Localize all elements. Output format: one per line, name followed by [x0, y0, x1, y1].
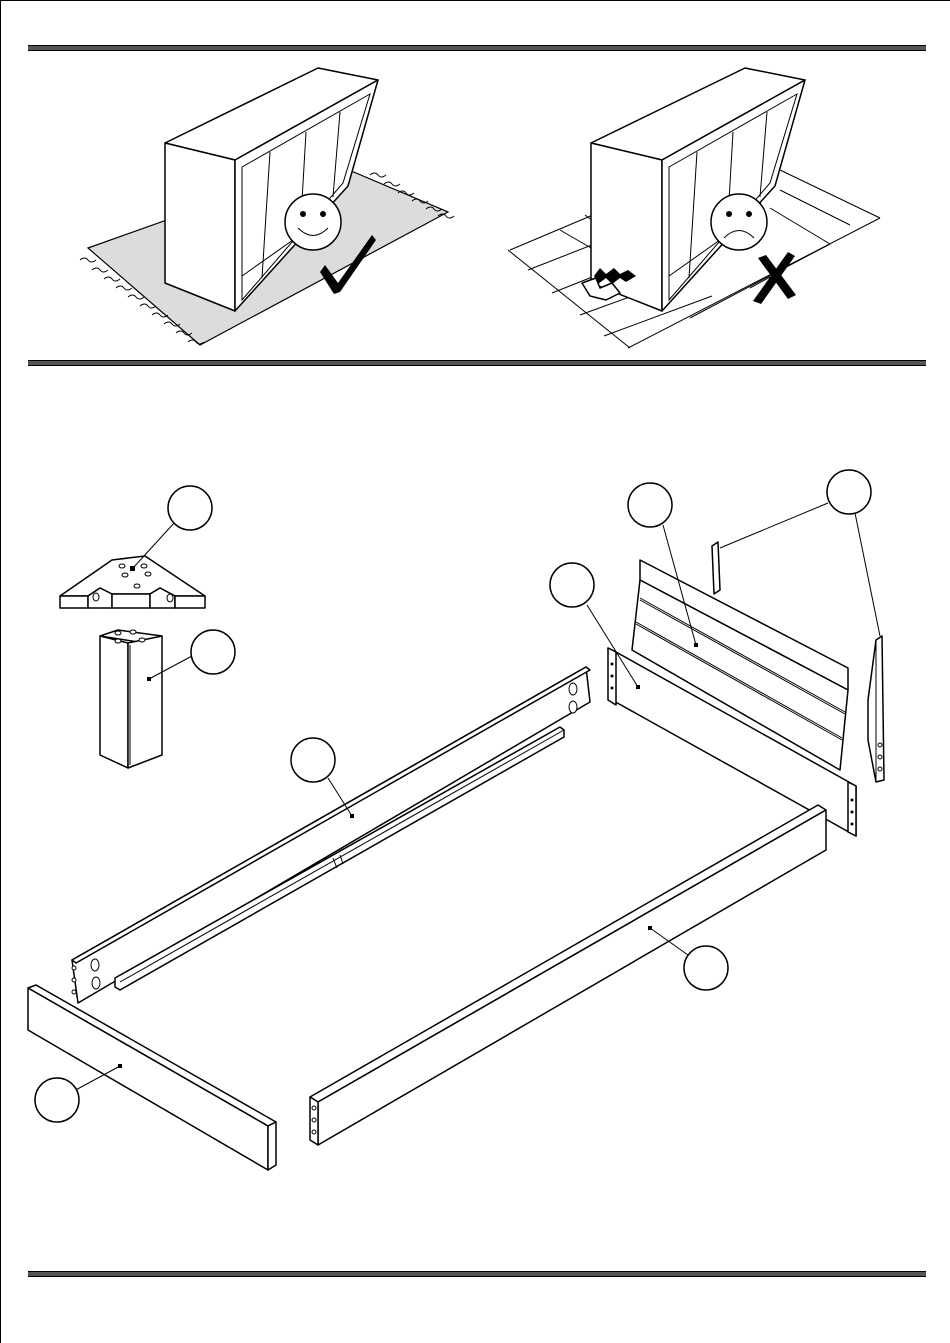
- bed-leg: [100, 630, 162, 768]
- incorrect-example: [508, 68, 880, 348]
- correct-example: [80, 68, 454, 345]
- smiley-face-icon: [285, 194, 341, 250]
- side-rail-right: [310, 805, 826, 1145]
- slat-ledge: [115, 727, 564, 990]
- headboard-post-left: [712, 542, 720, 594]
- cross-mark-icon: [753, 252, 796, 304]
- corner-bracket: [60, 556, 205, 608]
- callout-foot-rail: [35, 1078, 79, 1122]
- foot-rail: [28, 985, 276, 1170]
- callout-side-rail-left: [291, 738, 335, 782]
- callout-leg: [191, 630, 235, 674]
- callout-side-rail-right: [684, 946, 728, 990]
- headboard-post-right: [868, 636, 884, 782]
- callout-head-rail: [550, 563, 594, 607]
- callout-corner-bracket: [168, 486, 212, 530]
- callout-headboard-posts: [827, 470, 871, 514]
- sad-face-icon: [711, 194, 767, 250]
- callout-headboard-panel: [628, 483, 672, 527]
